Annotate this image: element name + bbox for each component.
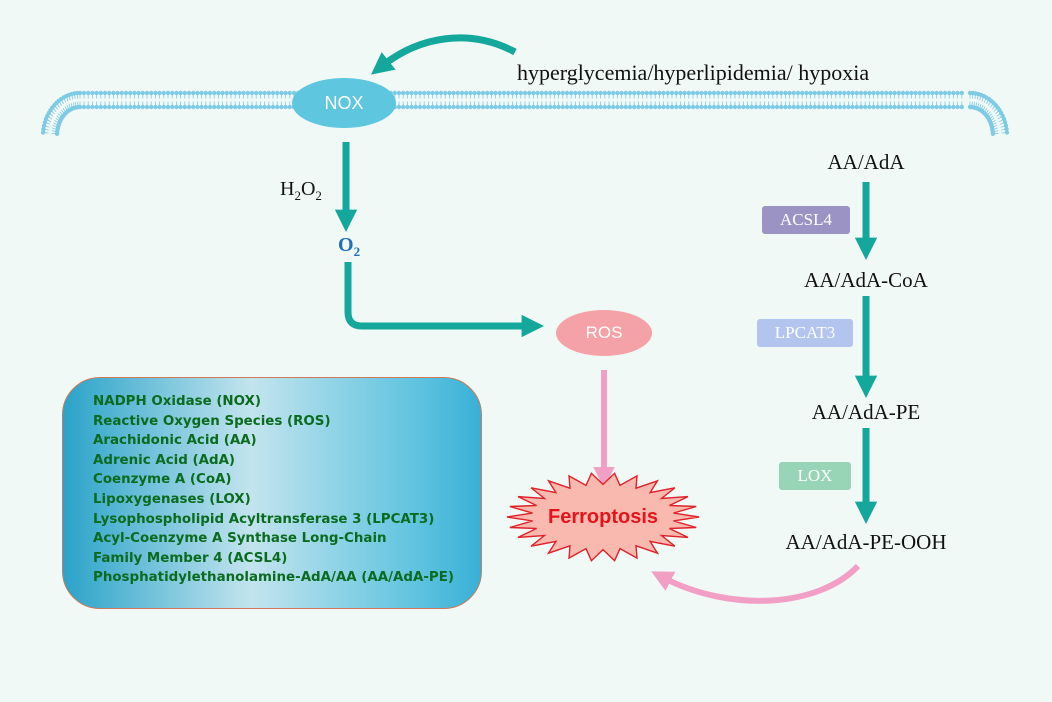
- h2o2-h: H: [280, 178, 295, 200]
- enzyme-acsl4-badge: ACSL4: [762, 206, 850, 234]
- enzyme-lpcat3-badge: LPCAT3: [757, 319, 853, 347]
- abbreviation-legend: NADPH Oxidase (NOX) Reactive Oxygen Speci…: [62, 377, 482, 609]
- h2o2-o: O: [300, 178, 316, 200]
- legend-item: Lipoxygenases (LOX): [93, 491, 251, 507]
- cell-membrane: [40, 90, 1010, 136]
- ros-label: ROS: [585, 323, 623, 342]
- legend-item: Coenzyme A (CoA): [93, 472, 232, 488]
- legend-item: Family Member 4 (ACSL4): [93, 550, 288, 566]
- metabolite-aa-ada: AA/AdA: [827, 150, 905, 174]
- o2-to-ros-arrow: [344, 262, 544, 338]
- legend-item: Lysophospholipid Acyltransferase 3 (LPCA…: [93, 511, 435, 527]
- h2o2-sub1: 2: [294, 188, 301, 203]
- enzyme-lox-badge: LOX: [779, 462, 851, 490]
- legend-item: Reactive Oxygen Species (ROS): [93, 413, 331, 429]
- o2-o: O: [338, 234, 354, 256]
- metabolite-aa-ada-pe: AA/AdA-PE: [811, 400, 921, 424]
- legend-item: Arachidonic Acid (AA): [93, 433, 257, 449]
- legend-item: Adrenic Acid (AdA): [93, 452, 236, 468]
- legend-item: Phosphatidylethanolamine-AdA/AA (AA/AdA-…: [93, 570, 454, 586]
- stimulus-label: hyperglycemia/hyperlipidemia/ hypoxia: [517, 60, 870, 85]
- ferroptosis-label: Ferroptosis: [547, 506, 659, 528]
- nox-label: NOX: [324, 92, 364, 113]
- o2-label: O2: [338, 234, 360, 260]
- metabolite-aa-ada-coa: AA/AdA-CoA: [804, 268, 928, 292]
- legend-item: Acyl-Coenzyme A Synthase Long-Chain: [93, 531, 387, 547]
- metabolite-aa-ada-pe-ooh: AA/AdA-PE-OOH: [785, 530, 947, 554]
- h2o2-label: H2O2: [280, 178, 322, 204]
- legend-item: NADPH Oxidase (NOX): [93, 394, 261, 409]
- stimulus-arrow: [371, 34, 517, 75]
- o2-sub: 2: [353, 244, 361, 259]
- ooh-to-ferroptosis-arrow: [651, 563, 861, 604]
- ros-node: ROS: [556, 310, 652, 356]
- legend-list: NADPH Oxidase (NOX) Reactive Oxygen Speci…: [63, 378, 481, 588]
- nox-node: NOX: [292, 78, 396, 128]
- h2o2-sub2: 2: [315, 188, 322, 203]
- ferroptosis-burst: [506, 472, 700, 562]
